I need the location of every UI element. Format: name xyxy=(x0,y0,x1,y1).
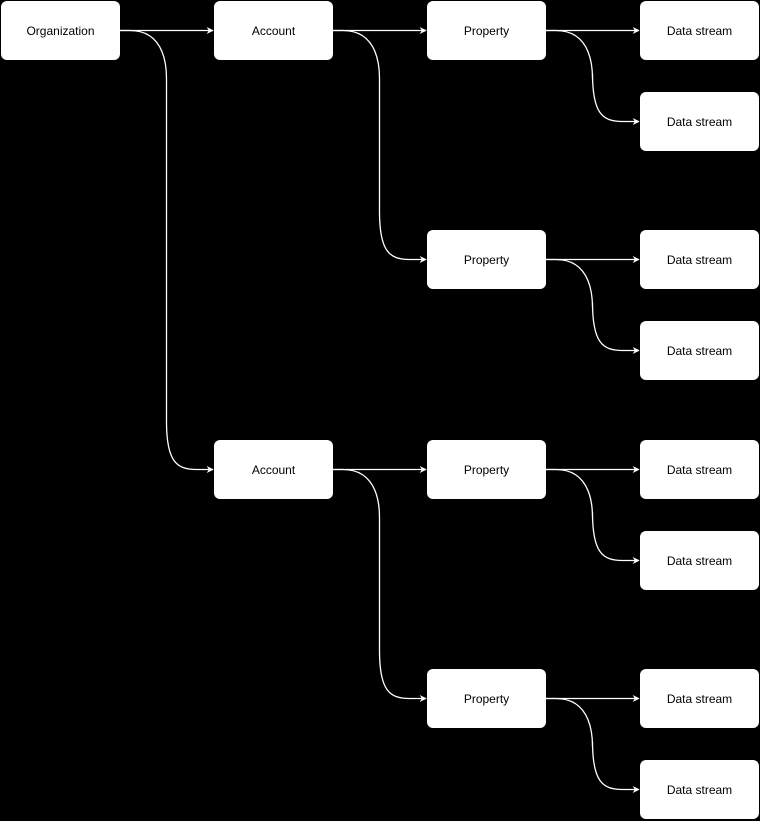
data-stream-label: Data stream xyxy=(666,462,733,477)
connector-arrow-p2-to-d4 xyxy=(546,258,640,354)
data-stream-node-8[interactable]: Data stream xyxy=(640,760,759,819)
connector-arrow-acc1-to-p2 xyxy=(333,29,427,263)
data-stream-label: Data stream xyxy=(666,252,733,267)
data-stream-label: Data stream xyxy=(666,553,733,568)
account-node-2[interactable]: Account xyxy=(214,440,333,499)
organization-label: Organization xyxy=(26,23,95,38)
data-stream-label: Data stream xyxy=(666,114,733,129)
data-stream-label: Data stream xyxy=(666,691,733,706)
account-label: Account xyxy=(251,462,296,477)
property-node-4[interactable]: Property xyxy=(427,669,546,728)
data-stream-node-5[interactable]: Data stream xyxy=(640,440,759,499)
connector-arrow-p3-to-d6 xyxy=(546,468,640,564)
data-stream-label: Data stream xyxy=(666,782,733,797)
property-label: Property xyxy=(463,252,510,267)
property-node-3[interactable]: Property xyxy=(427,440,546,499)
account-label: Account xyxy=(251,23,296,38)
property-label: Property xyxy=(463,691,510,706)
data-stream-node-1[interactable]: Data stream xyxy=(640,1,759,60)
connector-arrow-acc2-to-p4 xyxy=(333,468,427,702)
data-stream-node-6[interactable]: Data stream xyxy=(640,531,759,590)
data-stream-node-4[interactable]: Data stream xyxy=(640,321,759,380)
organization-node[interactable]: Organization xyxy=(1,1,120,60)
property-label: Property xyxy=(463,23,510,38)
property-node-2[interactable]: Property xyxy=(427,230,546,289)
account-node-1[interactable]: Account xyxy=(214,1,333,60)
data-stream-label: Data stream xyxy=(666,23,733,38)
data-stream-node-2[interactable]: Data stream xyxy=(640,92,759,151)
connector-arrow-p4-to-d8 xyxy=(546,697,640,793)
connector-arrow-p1-to-d2 xyxy=(546,29,640,125)
data-stream-label: Data stream xyxy=(666,343,733,358)
data-stream-node-7[interactable]: Data stream xyxy=(640,669,759,728)
property-node-1[interactable]: Property xyxy=(427,1,546,60)
connector-arrow-org-to-acc2 xyxy=(120,29,214,473)
data-stream-node-3[interactable]: Data stream xyxy=(640,230,759,289)
property-label: Property xyxy=(463,462,510,477)
